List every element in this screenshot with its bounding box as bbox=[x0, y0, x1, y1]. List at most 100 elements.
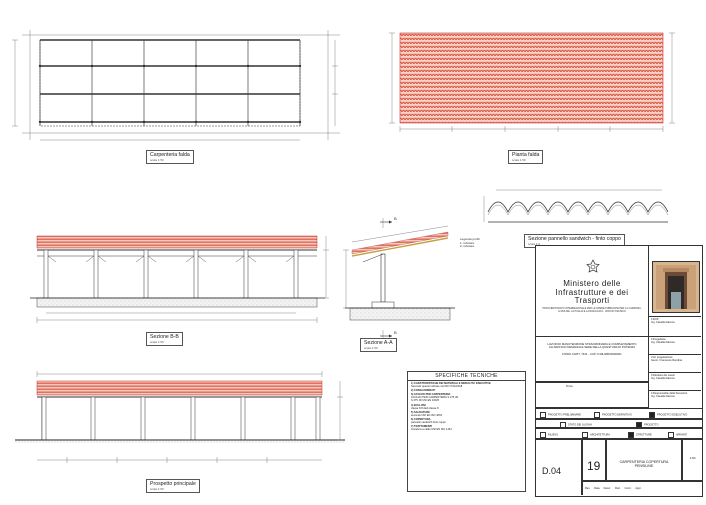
label-sezione-bb-scale: scala 1:50 bbox=[150, 340, 164, 344]
sicurezza-label: Il Responsabile della Sicurezza bbox=[651, 392, 688, 395]
revision-label: Data bbox=[594, 487, 600, 490]
sandwich-section bbox=[483, 189, 669, 223]
disc-architettura: ARCHITETTURA bbox=[582, 432, 610, 438]
revision-label: Appr. bbox=[635, 487, 642, 490]
disc-strutture-label: STRUTTURE bbox=[636, 433, 652, 437]
spec-row: ACCIAIO PER CARPENTERIA S 275 JR bbox=[411, 396, 459, 400]
disc-impianti-label: IMPIANTI bbox=[676, 433, 688, 437]
sheet-number: 19 bbox=[582, 439, 606, 481]
signature-grid: Firma bbox=[536, 382, 649, 408]
state-luoghi: STATO DEI LUOGHI bbox=[560, 422, 592, 428]
technical-specs-title: SPECIFICHE TECNICHE bbox=[408, 372, 525, 381]
sheet-title-line-1: CARPENTERIA COPERTURA bbox=[619, 460, 669, 464]
checkbox-esecutivo[interactable] bbox=[649, 412, 655, 418]
sicurezza-field: Il Responsabile della Sicurezza Ing. Cla… bbox=[649, 390, 701, 408]
rup-label: Il RUP bbox=[651, 318, 659, 321]
discipline-row: RILIEVO ARCHITETTURA STRUTTURE IMPIANTI bbox=[536, 428, 702, 439]
disc-rilievo-label: RILIEVO bbox=[548, 433, 559, 437]
spec-row: 2) CONGLOMERATI bbox=[411, 389, 436, 393]
technical-specs-rows: 1) CARATTERISTICHE DEI MATERIALI E MODAL… bbox=[408, 382, 525, 431]
checkbox-preliminare[interactable] bbox=[540, 412, 546, 418]
drawing-code: D.04 bbox=[536, 439, 582, 495]
label-sandwich-scale: scala 1:5 bbox=[528, 242, 541, 246]
spec-row: 4) BULLONI bbox=[411, 403, 426, 407]
checkbox-impianti[interactable] bbox=[668, 432, 674, 438]
disc-rilievo: RILIEVO bbox=[540, 432, 558, 438]
section-mark-b-top: B bbox=[394, 216, 397, 221]
project-code: FONDI CAPIT. 7341 - CUP: D19H18000000001 bbox=[562, 351, 622, 356]
pianta-plan bbox=[389, 32, 675, 132]
state-progetto-label: PROGETTO bbox=[644, 423, 659, 427]
checkbox-progetto[interactable] bbox=[636, 422, 642, 428]
direttore-label: Il Direttore dei Lavori bbox=[651, 374, 675, 377]
state-row: STATO DEI LUOGHI PROGETTO bbox=[536, 419, 702, 428]
label-sezione-bb: Sezione B-B scala 1:50 bbox=[146, 332, 183, 346]
ministry-line-2: Infrastrutture e dei bbox=[555, 287, 629, 297]
carpenteria-plan bbox=[12, 30, 340, 141]
spec-row: Secondo quanto indicato nel DM 17/01/201… bbox=[411, 385, 463, 389]
checkbox-architettura[interactable] bbox=[582, 432, 588, 438]
label-sezione-aa-scale: scala 1:50 bbox=[364, 346, 378, 350]
spec-row: S 275 JR UNI EN 10025 bbox=[411, 399, 440, 403]
scale-cell: 1:50 bbox=[682, 439, 702, 481]
label-sandwich-title: Sezione pannello sandwich - finto coppo bbox=[528, 236, 621, 242]
phase-preliminare-label: PROGETTO PRELIMINARE bbox=[548, 413, 581, 417]
label-sezione-bb-title: Sezione B-B bbox=[150, 334, 179, 340]
spec-row: 1) CARATTERISTICHE DEI MATERIALI E MODAL… bbox=[411, 382, 491, 385]
legend-item-1: 1- tubolare bbox=[460, 240, 475, 245]
progettista-value: Ing. Claudia Falcone bbox=[651, 341, 675, 344]
label-carpenteria-title: Carpenteria falda bbox=[150, 152, 190, 158]
project-text: LAVORI DI MANUTENZIONE STRAORDINARIA E C… bbox=[547, 342, 637, 350]
sicurezza-value: Ing. Claudia Falcone bbox=[651, 395, 675, 398]
revision-label: Red. bbox=[614, 487, 621, 490]
disc-impianti: IMPIANTI bbox=[668, 432, 687, 438]
rup-field: Il RUP Ing. Claudia Falcone bbox=[649, 316, 701, 334]
ministry-office: PROVVEDITORATO INTERREGIONALE PER LE OPE… bbox=[542, 307, 642, 313]
firma-label: Firma bbox=[566, 385, 573, 388]
spec-row: 6) COPERTURA bbox=[411, 417, 431, 421]
sheet-title-line-2: PENSILINE bbox=[634, 464, 654, 469]
doorway-photo-image bbox=[653, 262, 699, 312]
label-sezione-aa-title: Sezione A-A bbox=[364, 340, 393, 346]
title-block: Ministero delle Infrastrutture e dei Tra… bbox=[535, 245, 703, 497]
ministry-line-1: Ministero delle bbox=[563, 279, 621, 288]
direttore-field: Il Direttore dei Lavori Ing. Claudia Fal… bbox=[649, 372, 701, 390]
technical-specs-panel: SPECIFICHE TECNICHE 1) CARATTERISTICHE D… bbox=[407, 371, 526, 492]
sezione-aa bbox=[343, 218, 455, 340]
sezione-bb bbox=[30, 235, 329, 323]
label-prospetto-scale: scala 1:50 bbox=[150, 487, 164, 491]
project-description: LAVORI DI MANUTENZIONE STRAORDINARIA E C… bbox=[536, 336, 649, 382]
progettista-field: Il Progettista Ing. Claudia Falcone bbox=[649, 336, 701, 354]
checkbox-definitivo[interactable] bbox=[594, 412, 600, 418]
collaboratore-label: Coll. progettazione bbox=[651, 356, 673, 359]
label-pianta-scale: scala 1:50 bbox=[512, 158, 526, 162]
label-pianta-title: Pianta falda bbox=[512, 152, 540, 158]
legend-item-2: 2- tubolare bbox=[460, 244, 475, 249]
progettista-label: Il Progettista bbox=[651, 338, 666, 341]
section-mark-b-bottom: B bbox=[394, 330, 397, 335]
emblem-icon bbox=[586, 259, 600, 273]
state-progetto: PROGETTO bbox=[636, 422, 659, 428]
direttore-value: Ing. Claudia Falcone bbox=[651, 377, 675, 380]
checkbox-rilievo[interactable] bbox=[540, 432, 546, 438]
checkbox-strutture[interactable] bbox=[628, 432, 634, 438]
phase-row: PROGETTO PRELIMINARE PROGETTO DEFINITIVO… bbox=[536, 408, 702, 419]
spec-row: 5) SALDATURE bbox=[411, 410, 430, 414]
spec-row: classe 8.8 dadi classe 8 bbox=[411, 406, 439, 410]
prospetto bbox=[15, 371, 345, 463]
profile-legend: Legenda profili 1- tubolare 2- tubolare bbox=[460, 237, 480, 249]
revision-label: Rev. bbox=[585, 487, 591, 490]
state-luoghi-label: STATO DEI LUOGHI bbox=[568, 423, 592, 427]
checkbox-stato-luoghi[interactable] bbox=[560, 422, 566, 428]
sheet-title: CARPENTERIA COPERTURA PENSILINE bbox=[606, 439, 682, 481]
label-pianta: Pianta falda scala 1:50 bbox=[508, 150, 544, 164]
collaboratore-value: Geom. Francesco Rendina bbox=[651, 359, 682, 362]
ministry-line-3: Trasporti bbox=[574, 296, 610, 305]
building-photo bbox=[652, 261, 700, 313]
disc-strutture: STRUTTURE bbox=[628, 432, 652, 438]
spec-row: zincatura a caldo UNI EN ISO 1461 bbox=[411, 428, 452, 432]
phase-definitivo-label: PROGETTO DEFINITIVO bbox=[602, 413, 632, 417]
